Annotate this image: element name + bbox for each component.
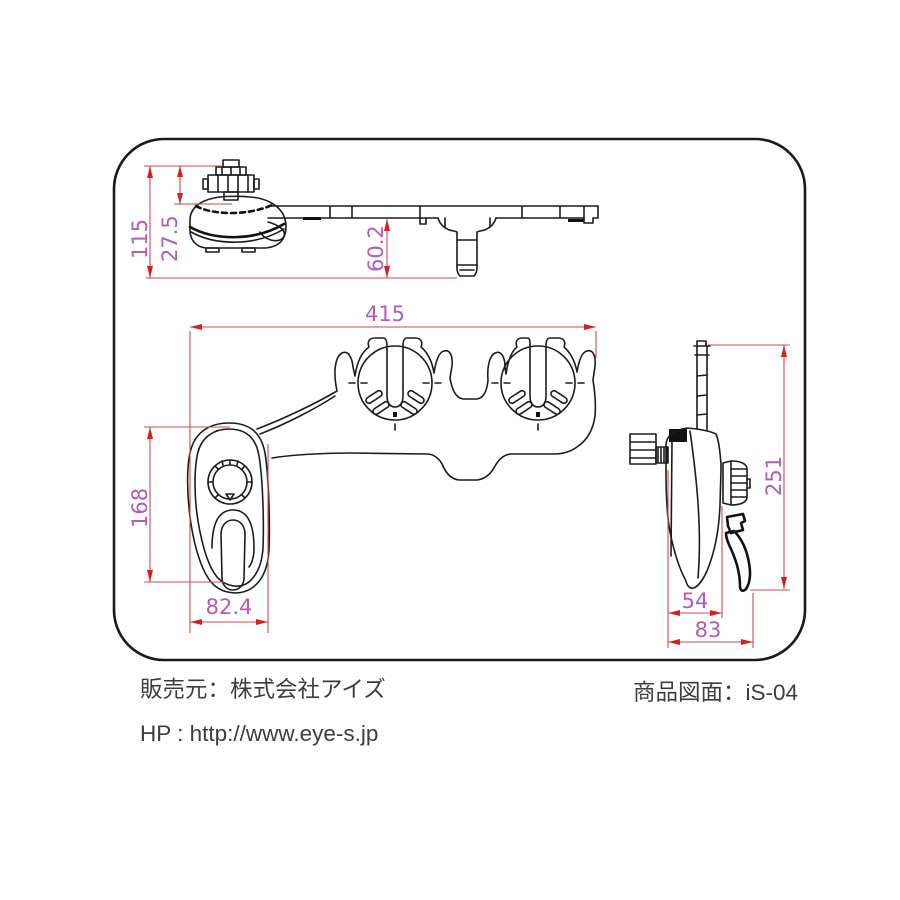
dim-label-54: 54 [682, 589, 709, 613]
dimension-115: 115 [128, 165, 457, 279]
seller-text: 販売元：株式会社アイズ [140, 677, 386, 702]
dimension-54: 54 [667, 470, 723, 648]
dimension-82-4: 82.4 [190, 444, 269, 633]
dim-label-83: 83 [695, 618, 722, 642]
side-view [629, 340, 752, 592]
top-view [188, 159, 599, 277]
dimension-251: 251 [708, 344, 790, 591]
dim-label-27-5: 27.5 [158, 215, 182, 262]
footer: 販売元：株式会社アイズ HP : http://www.eye-s.jp 商品図… [140, 677, 798, 746]
drawing-border [112, 137, 807, 662]
dim-label-251: 251 [762, 456, 786, 496]
dimension-415: 415 [189, 302, 597, 633]
drawing-code-text: 商品図面：iS-04 [633, 680, 798, 705]
dim-label-168: 168 [128, 488, 152, 528]
nozzle-mount-right [491, 345, 585, 431]
homepage-text: HP : http://www.eye-s.jp [140, 721, 378, 746]
dimension-27-5: 27.5 [158, 166, 232, 262]
dimension-83: 83 [668, 593, 754, 648]
dim-label-115: 115 [128, 219, 152, 259]
dim-label-415: 415 [365, 302, 405, 326]
dim-label-82-4: 82.4 [206, 595, 253, 619]
dimension-60-2: 60.2 [364, 219, 390, 278]
dim-label-60-2: 60.2 [364, 225, 388, 272]
dimension-168: 168 [128, 426, 230, 583]
front-view [186, 337, 597, 594]
nozzle-mount-left [348, 345, 442, 431]
